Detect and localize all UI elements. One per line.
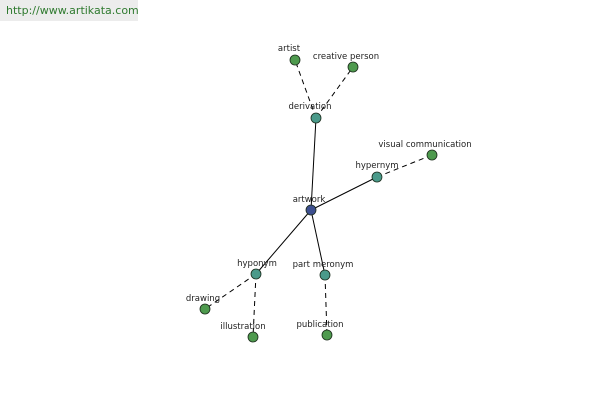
edge-artwork-hyponym [255,209,312,275]
node-artist[interactable]: artist [278,44,301,66]
node-hypernym-label[interactable]: hypernym [355,161,398,171]
node-illustration-dot[interactable] [247,331,259,343]
edge-derivation-artist [294,59,317,119]
site-url[interactable]: http://www.artikata.com [6,4,139,17]
node-creative-person-dot[interactable] [347,61,359,73]
node-publication[interactable]: publication [296,320,344,341]
node-part-meronym-dot[interactable] [319,269,331,281]
node-visual-communication[interactable]: visual communication [378,140,472,161]
node-artwork-label[interactable]: artwork [293,195,326,205]
edge-hyponym-illustration [252,273,257,338]
node-artist-dot[interactable] [289,54,301,66]
node-illustration-label[interactable]: illustration [220,322,265,332]
edge-artwork-derivation [310,117,317,211]
node-visual-communication-label[interactable]: visual communication [378,140,471,150]
url-bar: http://www.artikata.com [0,0,139,21]
node-part-meronym[interactable]: part meronym [293,260,354,281]
node-publication-label[interactable]: publication [296,320,343,330]
edge-part-meronym-publication [324,274,328,336]
node-hypernym-dot[interactable] [371,171,383,183]
node-drawing-label[interactable]: drawing [186,294,220,304]
edge-derivation-creative-person [315,66,354,119]
node-drawing[interactable]: drawing [186,294,220,315]
node-publication-dot[interactable] [321,329,333,341]
edges [204,59,433,338]
node-drawing-dot[interactable] [199,303,211,315]
node-hypernym[interactable]: hypernym [355,161,399,183]
node-creative-person-label[interactable]: creative person [313,52,379,62]
node-derivation-label[interactable]: derivation [288,102,331,112]
node-creative-person[interactable]: creative person [313,52,379,73]
node-illustration[interactable]: illustration [220,322,266,343]
node-hyponym[interactable]: hyponym [237,259,277,280]
node-artwork[interactable]: artwork [293,195,326,216]
node-part-meronym-label[interactable]: part meronym [293,260,354,270]
node-artwork-dot[interactable] [305,204,317,216]
edge-hypernym-visual-communication [376,154,433,178]
node-derivation[interactable]: derivation [288,102,332,124]
node-artist-label[interactable]: artist [278,44,301,54]
node-hyponym-dot[interactable] [250,268,262,280]
edge-artwork-hypernym [310,176,378,211]
node-visual-communication-dot[interactable] [426,149,438,161]
edge-hyponym-drawing [204,273,257,310]
node-derivation-dot[interactable] [310,112,322,124]
edge-artwork-part-meronym [310,209,326,276]
node-hyponym-label[interactable]: hyponym [237,259,277,269]
